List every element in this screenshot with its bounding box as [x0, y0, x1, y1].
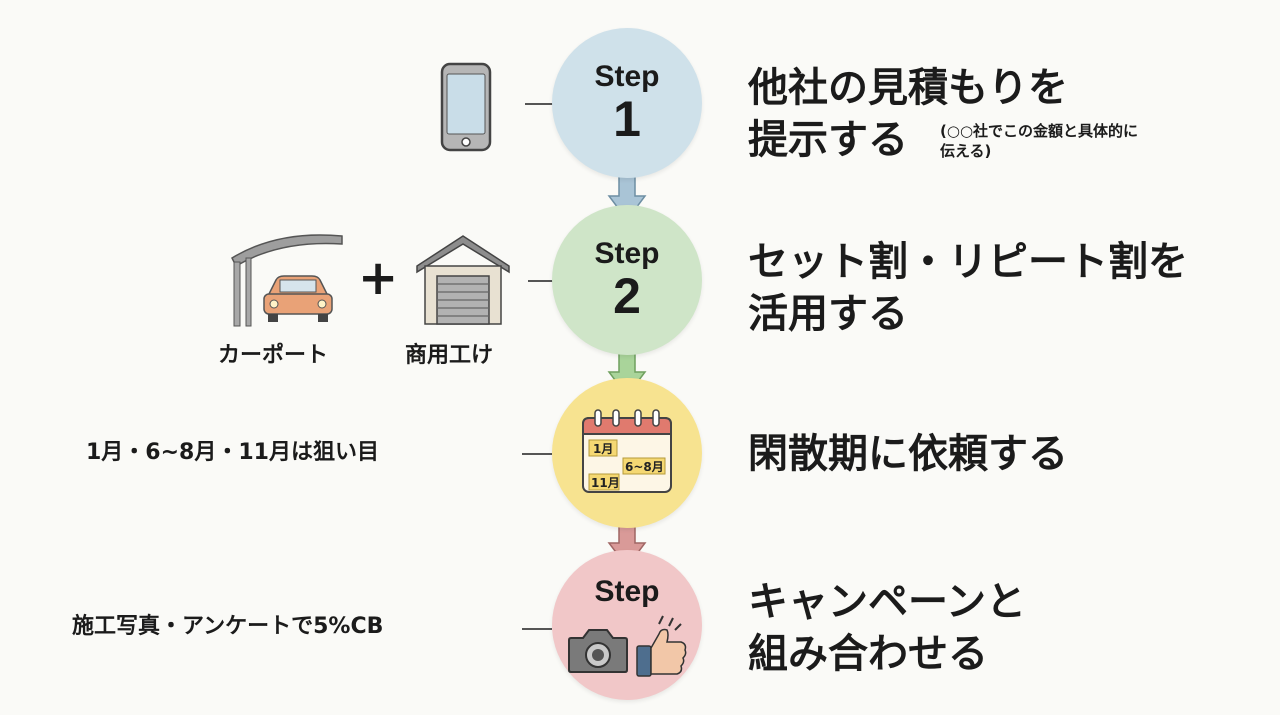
step-2-label: Step [594, 237, 660, 270]
step-2-title-line-1: セット割・リピート割を [748, 239, 1188, 285]
smartphone-icon [440, 62, 492, 152]
garage-icon [416, 235, 510, 325]
step-4-circle: Step [552, 550, 702, 700]
calendar-icon: 1月 6~8月 11月 [582, 409, 672, 493]
step-3-circle: 1月 6~8月 11月 [552, 378, 702, 528]
calendar-label-jun-aug: 6~8月 [625, 460, 664, 474]
step-4-left-text: 施工写真・アンケートで5%CB [72, 614, 384, 639]
connector-line-3 [522, 453, 552, 455]
plus-sign: + [358, 250, 399, 306]
step-1-note-line-2: 伝える) [940, 142, 992, 160]
calendar-label-jan: 1月 [593, 442, 613, 456]
step-1-label: Step [594, 60, 660, 93]
garage-label: 商用工け [405, 343, 494, 368]
step-1-note-line-1: (○○社でこの金額と具体的に [940, 122, 1139, 140]
calendar-label-nov: 11月 [591, 476, 620, 490]
step-3-left-text: 1月・6~8月・11月は狙い目 [86, 440, 379, 465]
carport-label: カーポート [218, 343, 329, 368]
camera-icon [568, 629, 628, 673]
step-2-number: 2 [613, 268, 641, 324]
connector-line-1 [525, 103, 555, 105]
step-1-title-line-1: 他社の見積もりを [748, 65, 1068, 111]
step-2-title-line-2: 活用する [748, 291, 908, 337]
step-1-title-line-2: 提示する [748, 117, 908, 163]
connector-line-2 [528, 280, 558, 282]
connector-line-4 [522, 628, 552, 630]
carport-icon [231, 234, 343, 327]
step-1-number: 1 [613, 91, 641, 147]
step-3-title-line-1: 閑散期に依頼する [748, 431, 1068, 477]
step-1-circle: Step 1 [552, 28, 702, 178]
thumbs-up-icon [636, 615, 687, 677]
step-4-title-line-1: キャンペーンと [748, 579, 1026, 625]
step-4-title-line-2: 組み合わせる [748, 631, 988, 677]
step-2-circle: Step 2 [552, 205, 702, 355]
step-4-label: Step [594, 575, 660, 608]
